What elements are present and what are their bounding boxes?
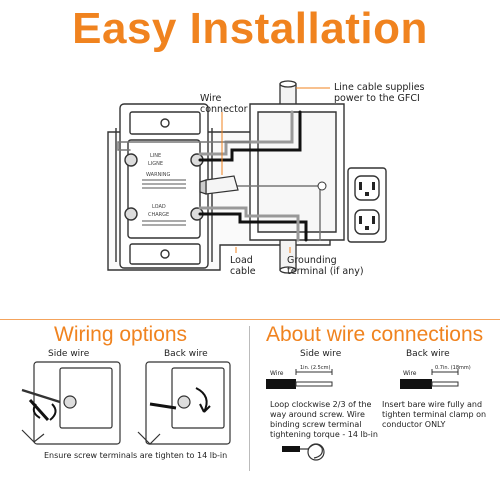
side-wire-connection-label: Side wire xyxy=(300,349,342,359)
svg-text:LINE: LINE xyxy=(150,153,161,159)
grounding-callout: Grounding terminal (if any) xyxy=(287,255,364,277)
page-title: Easy Installation xyxy=(72,4,428,53)
back-wire-label: Back wire xyxy=(164,349,208,359)
back-wire-connection-label: Back wire xyxy=(406,349,450,359)
side-wire-instructions: Loop clockwise 2/3 of the way around scr… xyxy=(270,400,378,439)
back-wire-measure: 0.7in. (18mm) xyxy=(435,365,471,371)
back-wire-tag: Wire xyxy=(403,370,417,377)
torque-note: Ensure screw terminals are tighten to 14… xyxy=(44,451,228,460)
column-divider xyxy=(249,326,250,471)
svg-text:LIGNE: LIGNE xyxy=(148,161,163,167)
wire-connections-heading: About wire connections xyxy=(266,323,484,346)
line-cable-callout: Line cable supplies power to the GFCI xyxy=(334,82,425,104)
svg-text:WARNING: WARNING xyxy=(146,172,171,178)
wiring-options-heading: Wiring options xyxy=(54,323,188,346)
side-wire-measure: 1in. (2.5cm) xyxy=(300,365,331,371)
svg-text:CHARGE: CHARGE xyxy=(148,212,169,218)
load-cable-callout: Load cable xyxy=(230,255,256,277)
svg-text:LOAD: LOAD xyxy=(152,204,166,210)
side-wire-label: Side wire xyxy=(48,349,90,359)
back-wire-instructions: Insert bare wire fully and tighten termi… xyxy=(382,400,487,429)
section-divider xyxy=(0,319,500,320)
side-wire-tag: Wire xyxy=(270,370,284,377)
wire-connector-callout: Wire connector xyxy=(200,93,248,115)
